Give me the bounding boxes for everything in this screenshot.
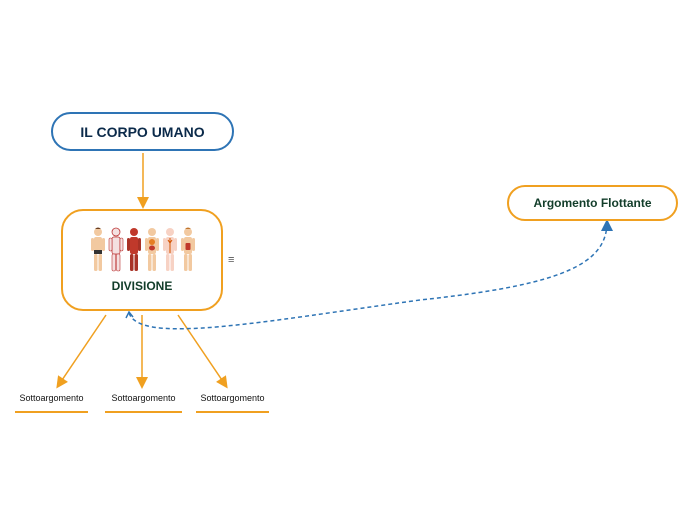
subtopic-2-label: Sottoargomento <box>111 393 176 403</box>
relationship-connector[interactable] <box>128 219 613 330</box>
floating-topic[interactable]: Argomento Flottante <box>507 185 678 221</box>
connector-main-to-sub-3 <box>177 314 228 389</box>
subtopic-3[interactable]: Sottoargomento <box>196 391 269 413</box>
main-topic[interactable]: DIVISIONE <box>61 209 223 311</box>
body-figure-digestive-icon <box>181 227 195 271</box>
body-figure-skin-icon <box>91 227 105 271</box>
relationship-start-arrow-icon <box>125 310 134 319</box>
floating-topic-label: Argomento Flottante <box>533 196 652 210</box>
body-figure-organs-icon <box>145 228 159 271</box>
subtopic-1-label: Sottoargomento <box>19 393 84 403</box>
body-figure-muscular-icon <box>127 228 141 271</box>
notes-icon[interactable]: ≡ <box>228 254 235 266</box>
main-topic-label: DIVISIONE <box>111 279 173 293</box>
subtopic-3-label: Sottoargomento <box>200 393 265 403</box>
subtopic-2[interactable]: Sottoargomento <box>105 391 182 413</box>
body-figure-nervous-icon <box>108 227 124 272</box>
root-topic[interactable]: IL CORPO UMANO <box>51 112 234 151</box>
human-body-systems-icon <box>91 227 195 272</box>
subtopic-1[interactable]: Sottoargomento <box>15 391 88 413</box>
connector-main-to-sub-1 <box>56 314 107 389</box>
body-figure-circulatory-icon <box>163 228 177 271</box>
root-topic-label: IL CORPO UMANO <box>80 123 205 140</box>
